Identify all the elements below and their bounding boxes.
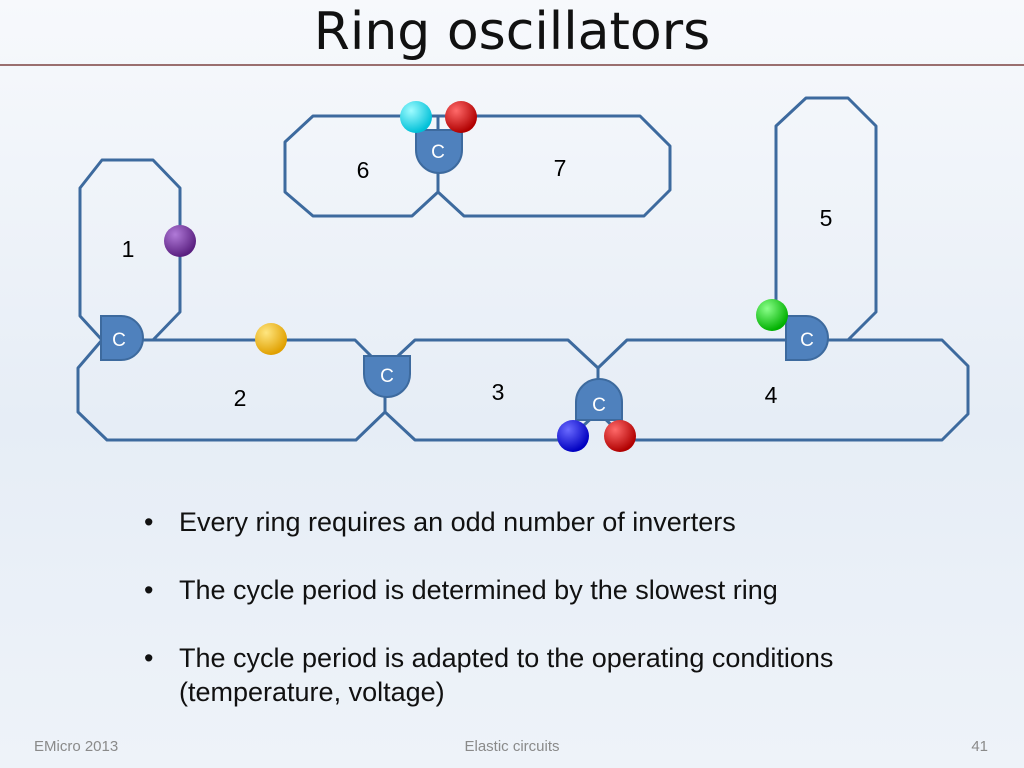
c-label: C [112,330,126,351]
token-red [445,101,477,133]
c-element-ring-4-5: C [785,315,829,361]
token-purple [164,225,196,257]
slide-title: Ring oscillators [313,2,711,62]
c-element-ring-3-4: C [575,378,623,421]
ring-label-7: 7 [554,155,567,181]
ring-5 [774,96,878,342]
bullet-marker: • [144,643,154,673]
footer-center: Elastic circuits [464,738,560,755]
ring-label-6: 6 [357,157,370,183]
bullet-item: • Every ring requires an odd number of in… [140,505,940,539]
c-element-ring-2-3: C [363,355,411,398]
c-label: C [592,395,606,416]
c-element-ring-6-7: C [415,129,463,174]
bullet-marker: • [144,507,154,537]
token-blue [557,420,589,452]
ring-label-5: 5 [820,205,833,231]
ring-4 [596,338,970,442]
c-label: C [380,366,394,387]
slide-number: 41 [971,738,988,755]
ring-label-2: 2 [234,385,247,411]
token-green [756,299,788,331]
bullet-text: The cycle period is determined by the sl… [179,575,778,605]
ring-oscillator-diagram: C C C C C 1 2 3 4 5 6 7 [76,96,970,452]
c-label: C [800,330,814,351]
token-red [604,420,636,452]
ring-7 [436,114,672,218]
ring-2 [76,338,387,442]
bullet-list: • Every ring requires an odd number of in… [140,505,940,743]
ring-label-3: 3 [492,379,505,405]
c-element-ring-1-2: C [100,315,144,361]
ring-label-1: 1 [122,236,135,262]
title-divider [0,64,1024,66]
bullet-item: • The cycle period is determined by the s… [140,573,940,607]
token-cyan [400,101,432,133]
footer-left: EMicro 2013 [34,738,119,755]
ring-label-4: 4 [765,382,778,408]
c-label: C [431,142,445,163]
bullet-item: • The cycle period is adapted to the oper… [140,641,940,709]
bullet-text: Every ring requires an odd number of inv… [179,507,736,537]
bullet-marker: • [144,575,154,605]
token-yellow [255,323,287,355]
bullet-text: The cycle period is adapted to the opera… [179,643,834,707]
